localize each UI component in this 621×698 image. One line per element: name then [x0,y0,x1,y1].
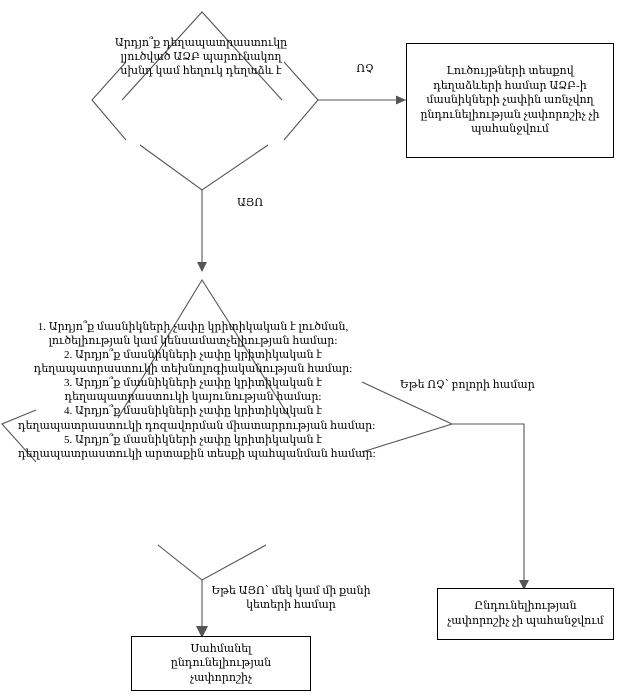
decision2-line: դեղապատրաստուկի դոզավորման միատարրության… [18,419,376,432]
decision1-top-chevron [121,11,283,101]
box-top-right-line: դեղաձևերի համար ԱՁԲ-ի [433,79,587,92]
decision2-top-chevron [117,278,291,419]
box-bottom-right-line: Ընդունելիության [474,600,577,613]
label-yes-for-some: Եթե ԱՅՈ՝ մեկ կամ մի քանի կետերի համար [211,585,371,612]
decision2-line: 5. Արդյո՞ք մասնիկների չափը կրիտիկական է [63,433,323,446]
box-set-acceptance-criteria: Սահմանել ընդունելիության չափորոշիչ [131,636,311,691]
decision2-line: դեղապատրաստուկի կայունության համար: [64,391,322,404]
arrowhead-yes-some-to-box-bottom-left [196,626,208,638]
decision2-line: 1. Արդյո՞ք մասնիկների չափը կրիտիկական է … [37,321,349,333]
box-bottom-right-line: չափորոշիչ չի պահանջվում [447,615,604,627]
decision2-line: 2. Արդյո՞ք մասնիկների չափը կրիտիկական է [63,349,323,362]
box-bottom-left-line: Սահմանել ընդունելիության [170,642,272,670]
decision2-text: 1. Արդյո՞ք մասնիկների չափը կրիտիկական է … [18,320,376,461]
decision2-line: դեղապատրաստուկի տեխնոլոգիականության համա… [33,363,353,376]
decision1-line: սխնդ կամ հեղուկ դեղաձև է [120,65,282,78]
decision2-left-chevron-upper [1,409,37,463]
arrowhead-no-to-box-top-right [396,95,406,105]
decision1-line: լյուծված ԱՁԲ պարունակող [120,51,282,64]
box-bottom-left-line: չափորոշիչ [189,671,253,684]
decision2-right-chevron [361,381,454,453]
box-no-acceptance-criteria-required: Ընդունելիության չափորոշիչ չի պահանջվում [437,588,614,640]
decision1-line: Արդյո՞ք դեղապատրաստուկը [114,37,288,49]
box-top-right-line: պահանջվում [471,123,549,136]
decision2-line: 3. Արդյո՞ք մասնիկների չափը կրիտիկական է [63,377,323,390]
box-top-right-line: մասնիկների չափին առնչվող [426,94,594,107]
box-no-acceptance-criteria-solutions: Լուծույթների տեսքով դեղաձևերի համար ԱՁԲ-… [406,43,614,158]
edge-no-all-to-box-bottom-right [452,423,525,588]
decision1-text: Արդյո՞ք դեղապատրաստուկը լյուծված ԱՁԲ պար… [96,36,306,78]
decision2-line: դեղապատրաստուկի արտաքին տեսքի պահպանման … [18,447,376,460]
decision2-line: լուծելիության կամ կենսամատչելիության համ… [48,335,338,348]
decision1-bottom-chevron [139,144,269,191]
box-top-right-line: Լուծույթների տեսքով [446,65,574,78]
label-no: ՈՉ [356,63,374,75]
decision2-line: 4. Արդյո՞ք մասնիկների չափը կրիտիկական է [63,405,323,418]
arrowhead-yes-to-decision2 [197,262,207,272]
decision1-left-chevron [91,61,127,141]
arrowhead-no-all-to-box-bottom-right [519,580,529,590]
label-no-for-all: Եթե ՈՉ՝ բոլորի համար [400,379,535,391]
label-yes: ԱՅՈ [236,197,264,209]
box-top-right-line: ընդունելիության չափորոշիչ չի [420,108,600,121]
decision2-bottom-chevron [157,544,267,581]
